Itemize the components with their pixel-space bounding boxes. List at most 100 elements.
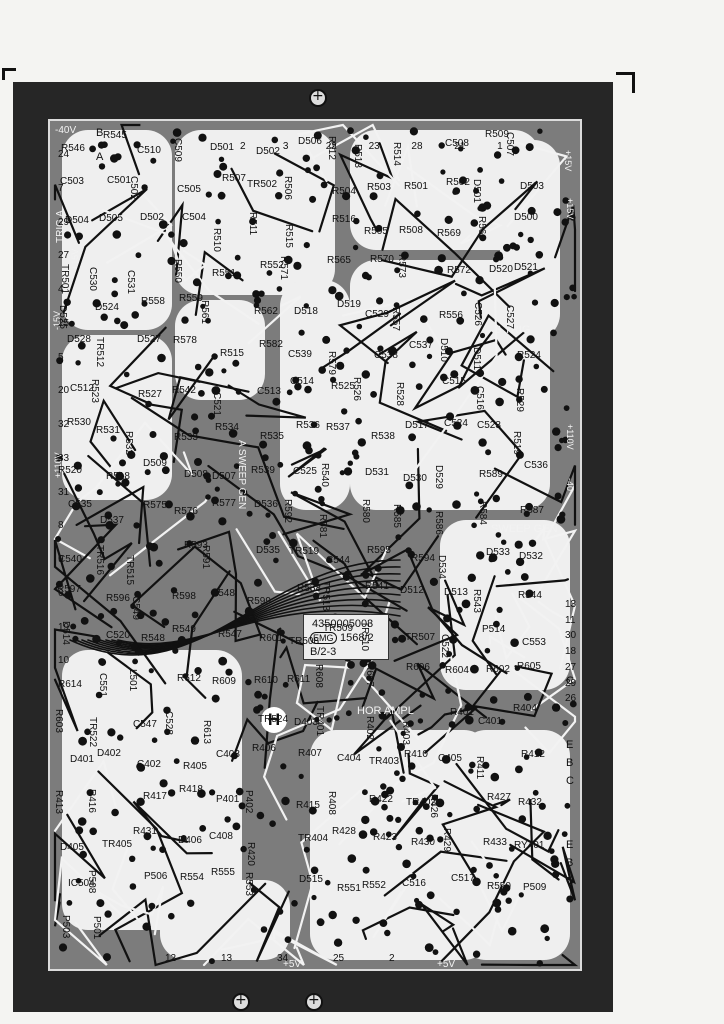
solder-pad bbox=[198, 133, 207, 142]
left-pin-label: 31 bbox=[58, 486, 70, 498]
component-label: C553 bbox=[522, 637, 546, 648]
component-label: TR402 bbox=[406, 797, 437, 808]
trace bbox=[295, 659, 351, 732]
solder-pad bbox=[464, 703, 472, 711]
solder-pad bbox=[426, 891, 435, 900]
solder-pad bbox=[551, 703, 561, 712]
solder-pad bbox=[391, 636, 399, 644]
component-label: D501 bbox=[210, 142, 234, 153]
solder-pad bbox=[518, 815, 527, 823]
trace bbox=[361, 662, 488, 719]
solder-pad bbox=[353, 217, 360, 225]
component-label: R593 bbox=[184, 540, 208, 551]
solder-pad bbox=[98, 658, 107, 666]
solder-pad bbox=[179, 239, 188, 248]
solder-pad bbox=[445, 687, 452, 694]
solder-pad bbox=[525, 502, 533, 511]
solder-pad bbox=[493, 151, 502, 159]
solder-pad bbox=[407, 720, 414, 727]
trace bbox=[417, 705, 480, 754]
component-label: R550 bbox=[172, 259, 183, 283]
solder-pad bbox=[523, 510, 530, 517]
solder-pad bbox=[493, 873, 500, 879]
trace bbox=[75, 485, 145, 545]
solder-pad bbox=[380, 783, 387, 790]
component-label: R410 bbox=[404, 749, 428, 760]
solder-pad bbox=[158, 220, 168, 229]
solder-pad bbox=[478, 438, 487, 447]
component-label: R545 bbox=[103, 130, 127, 141]
solder-pad bbox=[505, 897, 512, 904]
solder-pad bbox=[309, 195, 317, 203]
solder-pad bbox=[319, 501, 325, 507]
component-label: R549 bbox=[172, 624, 196, 635]
component-label: R559 bbox=[179, 293, 203, 304]
solder-pad bbox=[281, 796, 290, 806]
solder-pad bbox=[249, 217, 257, 226]
trace bbox=[454, 267, 546, 319]
solder-pad bbox=[473, 187, 480, 194]
component-label: TR512 bbox=[94, 337, 105, 368]
component-label: D512 bbox=[400, 585, 424, 596]
solder-pad bbox=[119, 459, 126, 467]
solder-pad bbox=[190, 736, 200, 745]
solder-pad bbox=[104, 910, 112, 918]
solder-pad bbox=[412, 799, 419, 806]
solder-pad bbox=[320, 181, 328, 189]
solder-pad bbox=[432, 949, 439, 955]
solder-pad bbox=[426, 336, 434, 344]
solder-pad bbox=[192, 427, 200, 435]
solder-pad bbox=[312, 592, 320, 600]
solder-pad bbox=[402, 859, 411, 869]
solder-pad bbox=[89, 827, 97, 836]
left-pin-label: 24 bbox=[58, 149, 70, 160]
component-label: R422 bbox=[369, 794, 393, 805]
solder-pad bbox=[379, 919, 388, 927]
solder-pad bbox=[516, 396, 523, 403]
component-label: R586 bbox=[433, 511, 444, 535]
supply-minus40: -40V bbox=[55, 125, 77, 136]
solder-pad bbox=[398, 634, 407, 643]
section-sweep-gen: SWEEP GEN bbox=[491, 523, 558, 535]
component-label: TR502 bbox=[247, 179, 278, 190]
component-label: R558 bbox=[141, 296, 165, 307]
component-label: R403 bbox=[400, 721, 411, 745]
bottom-pin-label: 13 bbox=[221, 953, 233, 964]
part-number: 4350005003 bbox=[312, 618, 374, 630]
component-label: R536 bbox=[296, 420, 320, 431]
component-label: D518 bbox=[294, 306, 318, 317]
solder-pad bbox=[479, 332, 486, 339]
bottom-pin-label: 34 bbox=[277, 953, 289, 964]
solder-pad bbox=[111, 290, 119, 298]
solder-pad bbox=[74, 484, 83, 492]
component-label: D534 bbox=[436, 555, 447, 579]
component-label: TR522 bbox=[87, 717, 98, 748]
solder-pad bbox=[334, 291, 344, 301]
section-hor-amp: HOR AMPL bbox=[357, 705, 414, 717]
component-label: C408 bbox=[209, 831, 233, 842]
solder-pad bbox=[303, 846, 310, 853]
trace bbox=[53, 758, 118, 832]
solder-pad bbox=[408, 762, 416, 770]
solder-pad bbox=[523, 754, 530, 760]
trace bbox=[130, 397, 345, 530]
component-label: C508 bbox=[445, 138, 469, 149]
component-label: C529 bbox=[365, 309, 389, 320]
solder-pad bbox=[313, 164, 320, 172]
solder-pad bbox=[470, 386, 480, 395]
solder-pad bbox=[446, 651, 453, 657]
solder-pad bbox=[345, 710, 352, 717]
component-label: D529 bbox=[433, 465, 444, 489]
left-pin-label: 20 bbox=[58, 385, 70, 397]
component-label: R430 bbox=[411, 837, 435, 848]
light-area bbox=[440, 520, 570, 690]
trace bbox=[273, 152, 336, 233]
component-label: IC504 bbox=[68, 878, 95, 889]
solder-pad bbox=[461, 599, 471, 609]
solder-pad bbox=[435, 798, 445, 808]
solder-pad bbox=[501, 539, 507, 545]
component-label: C501 bbox=[107, 175, 131, 186]
solder-pad bbox=[493, 620, 500, 628]
solder-pad bbox=[252, 290, 260, 298]
component-label: R510 bbox=[211, 228, 222, 252]
